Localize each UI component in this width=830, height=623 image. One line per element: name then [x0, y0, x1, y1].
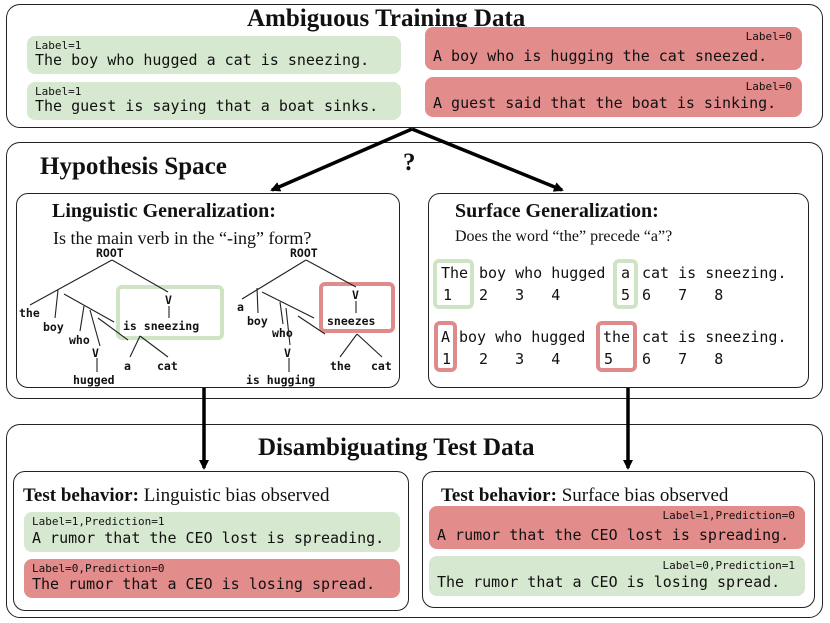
surface-title: Surface Generalization:	[455, 200, 659, 222]
surface-row1-word5-highlight	[613, 259, 638, 309]
surface-row2-word1-highlight	[434, 321, 457, 372]
tree1-who: who	[69, 333, 90, 347]
test-right-example-1-label: Label=1,Prediction=0	[662, 509, 795, 522]
tree1-root: ROOT	[96, 246, 124, 260]
tree2-the: the	[330, 359, 351, 373]
test-left-example-1-text: A rumor that the CEO lost is spreading.	[32, 529, 385, 547]
flow-arrows	[199, 127, 633, 470]
surface-row2-words-6-8: cat is sneezing.	[642, 328, 787, 346]
test-right-example-2: Label=0,Prediction=1 The rumor that a CE…	[429, 556, 805, 596]
test-left-example-1: Label=1,Prediction=1 A rumor that the CE…	[24, 512, 400, 552]
train-example-3-text: A boy who is hugging the cat sneezed.	[433, 47, 768, 65]
tree2-a: a	[237, 300, 244, 314]
surface-row1-index1: 1	[443, 286, 453, 304]
surface-row2-index5: 5	[604, 350, 614, 368]
linguistic-generalization-box	[16, 193, 400, 388]
test-data-title: Disambiguating Test Data	[258, 434, 535, 461]
test-right-example-1: Label=1,Prediction=0 A rumor that the CE…	[429, 506, 805, 549]
train-example-4-text: A guest said that the boat is sinking.	[433, 94, 777, 112]
train-example-2-label: Label=1	[35, 85, 82, 98]
train-example-1-label: Label=1	[35, 39, 82, 52]
test-right-behavior-heading: Test behavior:	[441, 485, 557, 506]
tree2-lines	[241, 259, 383, 372]
train-example-1-text: The boy who hugged a cat is sneezing.	[35, 51, 370, 69]
train-example-3-label: Label=0	[745, 30, 792, 43]
tree2-v-main: V	[352, 288, 359, 302]
tree1-main-verb: is sneezing	[123, 319, 200, 333]
linguistic-title: Linguistic Generalization:	[52, 200, 276, 222]
surface-generalization-box	[428, 193, 809, 388]
training-data-panel	[6, 4, 823, 128]
test-left-behavior: Test behavior: Linguistic bias observed	[23, 485, 329, 507]
test-data-panel	[6, 424, 823, 618]
tree1-lines	[29, 259, 170, 372]
train-example-3: Label=0 A boy who is hugging the cat sne…	[425, 27, 802, 70]
arrow-to-surface	[411, 127, 564, 192]
tree1-cat: cat	[157, 359, 178, 373]
test-right-example-1-text: A rumor that the CEO lost is spreading.	[437, 526, 790, 544]
surface-row1-index5: 5	[621, 286, 631, 304]
test-left-example-2-text: The rumor that a CEO is losing spread.	[32, 575, 376, 593]
test-left-example-2-label: Label=0,Prediction=0	[32, 562, 165, 575]
test-right-behavior: Test behavior: Surface bias observed	[441, 485, 728, 507]
question-mark: ?	[403, 149, 416, 176]
test-left-behavior-text: Linguistic bias observed	[143, 485, 330, 506]
surface-row2-word5-highlight	[596, 321, 637, 372]
tree1-v-sub: V	[92, 346, 99, 360]
hypothesis-panel	[6, 142, 823, 399]
train-example-1: Label=1 The boy who hugged a cat is snee…	[27, 36, 401, 74]
surface-row2-word5: the	[603, 328, 631, 346]
tree2-sub-verb: is hugging	[246, 373, 316, 387]
tree2-who: who	[272, 326, 293, 340]
tree1-the: the	[19, 306, 40, 320]
surface-row2-word1: A	[441, 328, 451, 346]
surface-row1-word1-highlight	[433, 259, 474, 309]
surface-row1-words-2-4: boy who hugged	[479, 264, 606, 282]
train-example-4-label: Label=0	[745, 80, 792, 93]
tree1-boy: boy	[43, 320, 64, 334]
train-example-2: Label=1 The guest is saying that a boat …	[27, 82, 401, 120]
surface-question: Does the word “the” precede “a”?	[455, 228, 673, 245]
surface-row1-index2-4: 2 3 4	[479, 286, 561, 304]
test-right-example-2-label: Label=0,Prediction=1	[662, 559, 795, 572]
tree2-boy: boy	[247, 314, 268, 328]
linguistic-question: Is the main verb in the “-ing” form?	[53, 228, 312, 248]
surface-row2-index1: 1	[442, 350, 452, 368]
arrow-to-linguistic	[270, 127, 413, 192]
surface-row1-word5: a	[621, 264, 631, 282]
tree2-cat: cat	[371, 359, 392, 373]
test-left-behavior-heading: Test behavior:	[23, 485, 139, 506]
tree2-root: ROOT	[290, 246, 318, 260]
tree2-main-verb: sneezes	[327, 314, 376, 328]
surface-row1-word1: The	[441, 264, 469, 282]
test-right-behavior-text: Surface bias observed	[561, 485, 729, 506]
hypothesis-title: Hypothesis Space	[40, 153, 227, 180]
tree1-sub-verb: hugged	[73, 373, 115, 387]
surface-row2-index2-4: 2 3 4	[479, 350, 561, 368]
train-example-2-text: The guest is saying that a boat sinks.	[35, 97, 379, 115]
test-right-example-2-text: The rumor that a CEO is losing spread.	[437, 573, 781, 591]
surface-row2-index6-8: 6 7 8	[642, 350, 724, 368]
surface-row2-words-2-4: boy who hugged	[459, 328, 586, 346]
train-example-4: Label=0 A guest said that the boat is si…	[425, 77, 802, 117]
tree1-main-verb-highlight	[116, 285, 224, 340]
tree1-v-main: V	[165, 293, 172, 307]
tree2-main-verb-highlight	[319, 282, 395, 333]
test-left-example-1-label: Label=1,Prediction=1	[32, 515, 165, 528]
tree2-v-sub: V	[284, 346, 291, 360]
test-left-example-2: Label=0,Prediction=0 The rumor that a CE…	[24, 559, 400, 598]
tree1-a: a	[124, 359, 131, 373]
surface-row1-words-6-8: cat is sneezing.	[642, 264, 787, 282]
surface-row1-index6-8: 6 7 8	[642, 286, 724, 304]
